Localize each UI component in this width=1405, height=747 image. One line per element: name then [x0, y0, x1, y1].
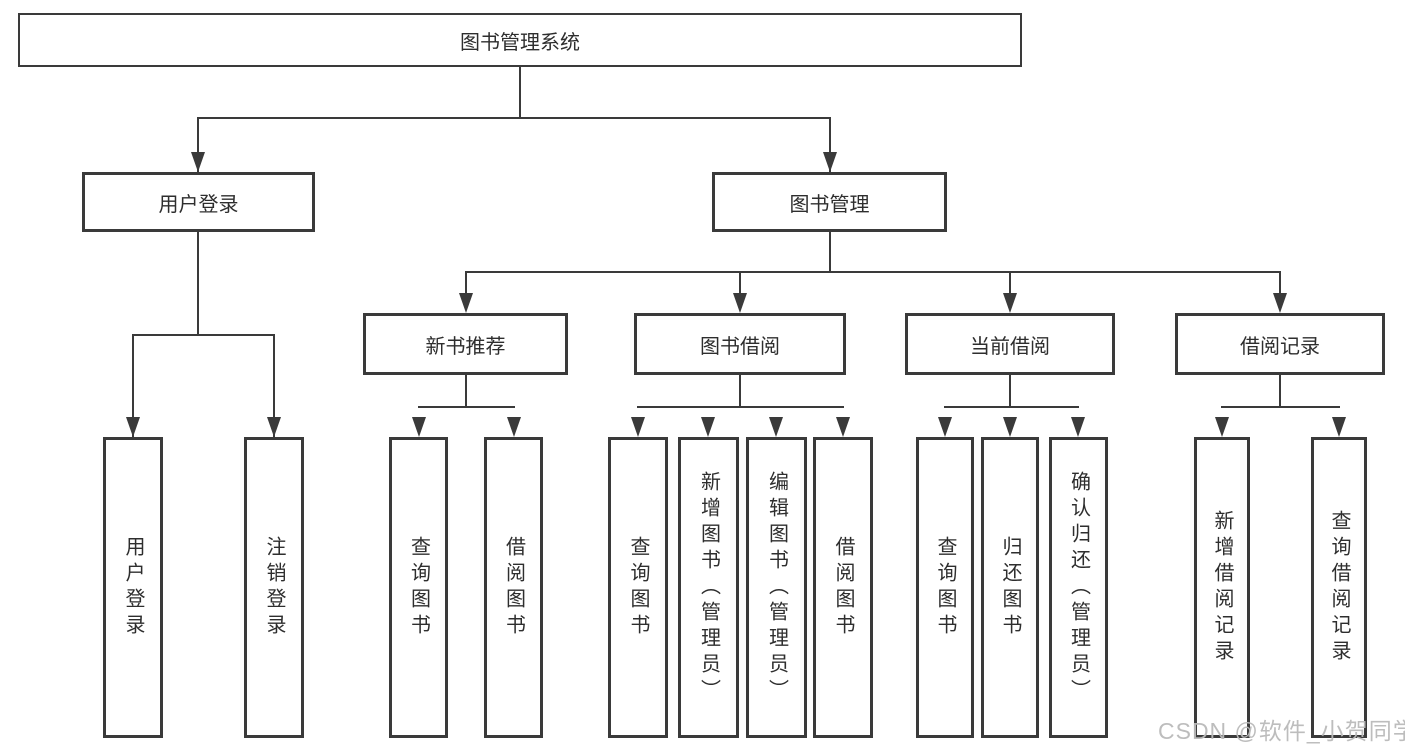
connector-line — [1009, 375, 1011, 407]
arrow-down-icon — [823, 152, 837, 172]
arrow-down-icon — [733, 293, 747, 313]
node-label: 用户登录 — [158, 193, 239, 216]
leaf-user-login: 用户登录 — [103, 437, 163, 738]
leaf-query-borrow-record: 查询借阅记录 — [1311, 437, 1367, 738]
connector-line — [1009, 271, 1011, 296]
node-label: 图书借阅 — [700, 335, 780, 358]
arrow-down-icon — [1071, 417, 1085, 437]
node-book-borrowing: 图书借阅 — [634, 313, 846, 375]
leaf-query-books-recommend: 查询图书 — [389, 437, 448, 738]
node-label: 查询图书 — [627, 535, 649, 640]
node-label: 查询图书 — [407, 535, 430, 640]
leaf-add-books-admin: 新增图书（管理员） — [678, 437, 739, 738]
arrow-down-icon — [1003, 293, 1017, 313]
connector-line — [465, 271, 467, 296]
leaf-return-books: 归还图书 — [981, 437, 1039, 738]
arrow-down-icon — [701, 417, 715, 437]
connector-line — [132, 334, 134, 437]
arrow-down-icon — [1215, 417, 1229, 437]
leaf-confirm-return-admin: 确认归还（管理员） — [1049, 437, 1108, 738]
connector-line — [132, 334, 275, 336]
leaf-borrow-books-borrowing: 借阅图书 — [813, 437, 873, 738]
connector-line — [465, 271, 1281, 273]
connector-line — [197, 117, 199, 172]
connector-line — [465, 375, 467, 407]
leaf-borrow-books-recommend: 借阅图书 — [484, 437, 543, 738]
leaf-edit-books-admin: 编辑图书（管理员） — [746, 437, 807, 738]
node-label: 借阅图书 — [832, 535, 854, 640]
arrow-down-icon — [1273, 293, 1287, 313]
node-new-book-recommend: 新书推荐 — [363, 313, 568, 375]
node-label: 用户登录 — [122, 535, 144, 640]
connector-line — [519, 67, 521, 118]
node-current-borrowing: 当前借阅 — [905, 313, 1115, 375]
node-user-login-branch: 用户登录 — [82, 172, 315, 232]
arrow-down-icon — [1332, 417, 1346, 437]
connector-line — [637, 406, 844, 408]
leaf-query-books-current: 查询图书 — [916, 437, 974, 738]
connector-line — [418, 406, 515, 408]
arrow-down-icon — [631, 417, 645, 437]
node-label: 借阅记录 — [1240, 335, 1320, 358]
arrow-down-icon — [267, 417, 281, 437]
connector-line — [197, 232, 199, 335]
node-system-root: 图书管理系统 — [18, 13, 1022, 67]
node-label: 新书推荐 — [425, 335, 506, 358]
node-label: 编辑图书（管理员） — [765, 470, 788, 705]
node-book-management-branch: 图书管理 — [712, 172, 947, 232]
connector-line — [739, 271, 741, 296]
arrow-down-icon — [191, 152, 205, 172]
node-borrowing-records: 借阅记录 — [1175, 313, 1385, 375]
leaf-add-borrow-record: 新增借阅记录 — [1194, 437, 1250, 738]
arrow-down-icon — [938, 417, 952, 437]
arrow-down-icon — [126, 417, 140, 437]
node-label: 新增图书（管理员） — [697, 470, 720, 705]
node-label: 查询借阅记录 — [1328, 509, 1350, 666]
connector-line — [1279, 271, 1281, 296]
node-label: 图书管理 — [789, 193, 870, 216]
node-label: 注销登录 — [263, 535, 285, 640]
arrow-down-icon — [1003, 417, 1017, 437]
leaf-logout: 注销登录 — [244, 437, 304, 738]
node-label: 确认归还（管理员） — [1067, 470, 1090, 705]
connector-line — [944, 406, 1079, 408]
node-label: 当前借阅 — [970, 335, 1050, 358]
leaf-query-books-borrowing: 查询图书 — [608, 437, 668, 738]
csdn-watermark: CSDN @软件_小贺同学 — [1158, 718, 1405, 744]
arrow-down-icon — [412, 417, 426, 437]
connector-line — [829, 232, 831, 273]
connector-line — [829, 117, 831, 172]
connector-line — [1279, 375, 1281, 407]
node-label: 图书管理系统 — [460, 31, 580, 54]
node-label: 借阅图书 — [502, 535, 525, 640]
node-label: 查询图书 — [934, 535, 956, 640]
connector-line — [1221, 406, 1340, 408]
connector-line — [197, 117, 831, 119]
node-label: 归还图书 — [999, 535, 1021, 640]
arrow-down-icon — [459, 293, 473, 313]
arrow-down-icon — [769, 417, 783, 437]
node-label: 新增借阅记录 — [1211, 509, 1233, 666]
connector-line — [273, 334, 275, 437]
arrow-down-icon — [507, 417, 521, 437]
connector-line — [739, 375, 741, 407]
arrow-down-icon — [836, 417, 850, 437]
